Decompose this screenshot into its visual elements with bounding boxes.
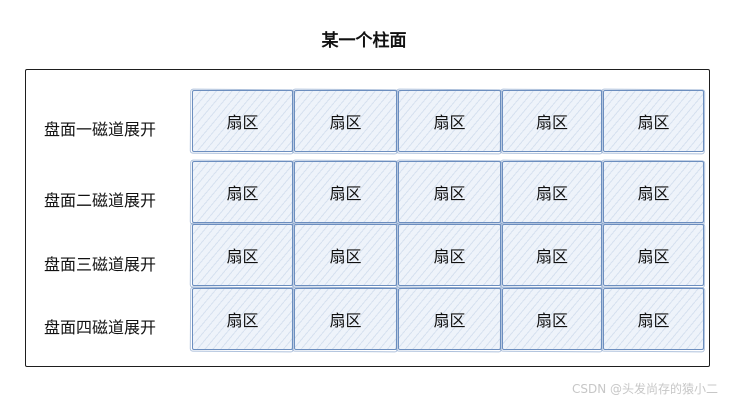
sector-r2-c1: 扇区 [192,161,293,223]
sector-r2-c4: 扇区 [502,161,602,223]
sector-r3-c4: 扇区 [502,224,602,286]
cylinder-outline [25,69,710,367]
sector-r1-c5: 扇区 [603,90,704,152]
row-label-4: 盘面四磁道展开 [44,318,157,337]
row-label-1: 盘面一磁道展开 [44,120,157,139]
row-label-2: 盘面二磁道展开 [44,191,157,210]
row-label-3: 盘面三磁道展开 [44,255,157,274]
sector-r1-c4: 扇区 [502,90,602,152]
sector-r3-c1: 扇区 [192,224,293,286]
sector-r4-c4: 扇区 [502,288,602,350]
sector-r2-c5: 扇区 [603,161,704,223]
sector-r3-c3: 扇区 [398,224,501,286]
diagram-title-text: 某一个柱面 [321,31,407,51]
sector-r4-c2: 扇区 [294,288,397,350]
diagram-title: 某一个柱面 [0,26,730,51]
sector-r4-c5: 扇区 [603,288,704,350]
watermark: CSDN @头发尚存的猿小二 [571,382,718,396]
sector-r4-c3: 扇区 [398,288,501,350]
sector-r1-c3: 扇区 [398,90,501,152]
sector-r2-c2: 扇区 [294,161,397,223]
sector-r3-c5: 扇区 [603,224,704,286]
sector-r1-c1: 扇区 [192,90,293,152]
sector-r1-c2: 扇区 [294,90,397,152]
sector-r2-c3: 扇区 [398,161,501,223]
sector-r3-c2: 扇区 [294,224,397,286]
sector-r4-c1: 扇区 [192,288,293,350]
